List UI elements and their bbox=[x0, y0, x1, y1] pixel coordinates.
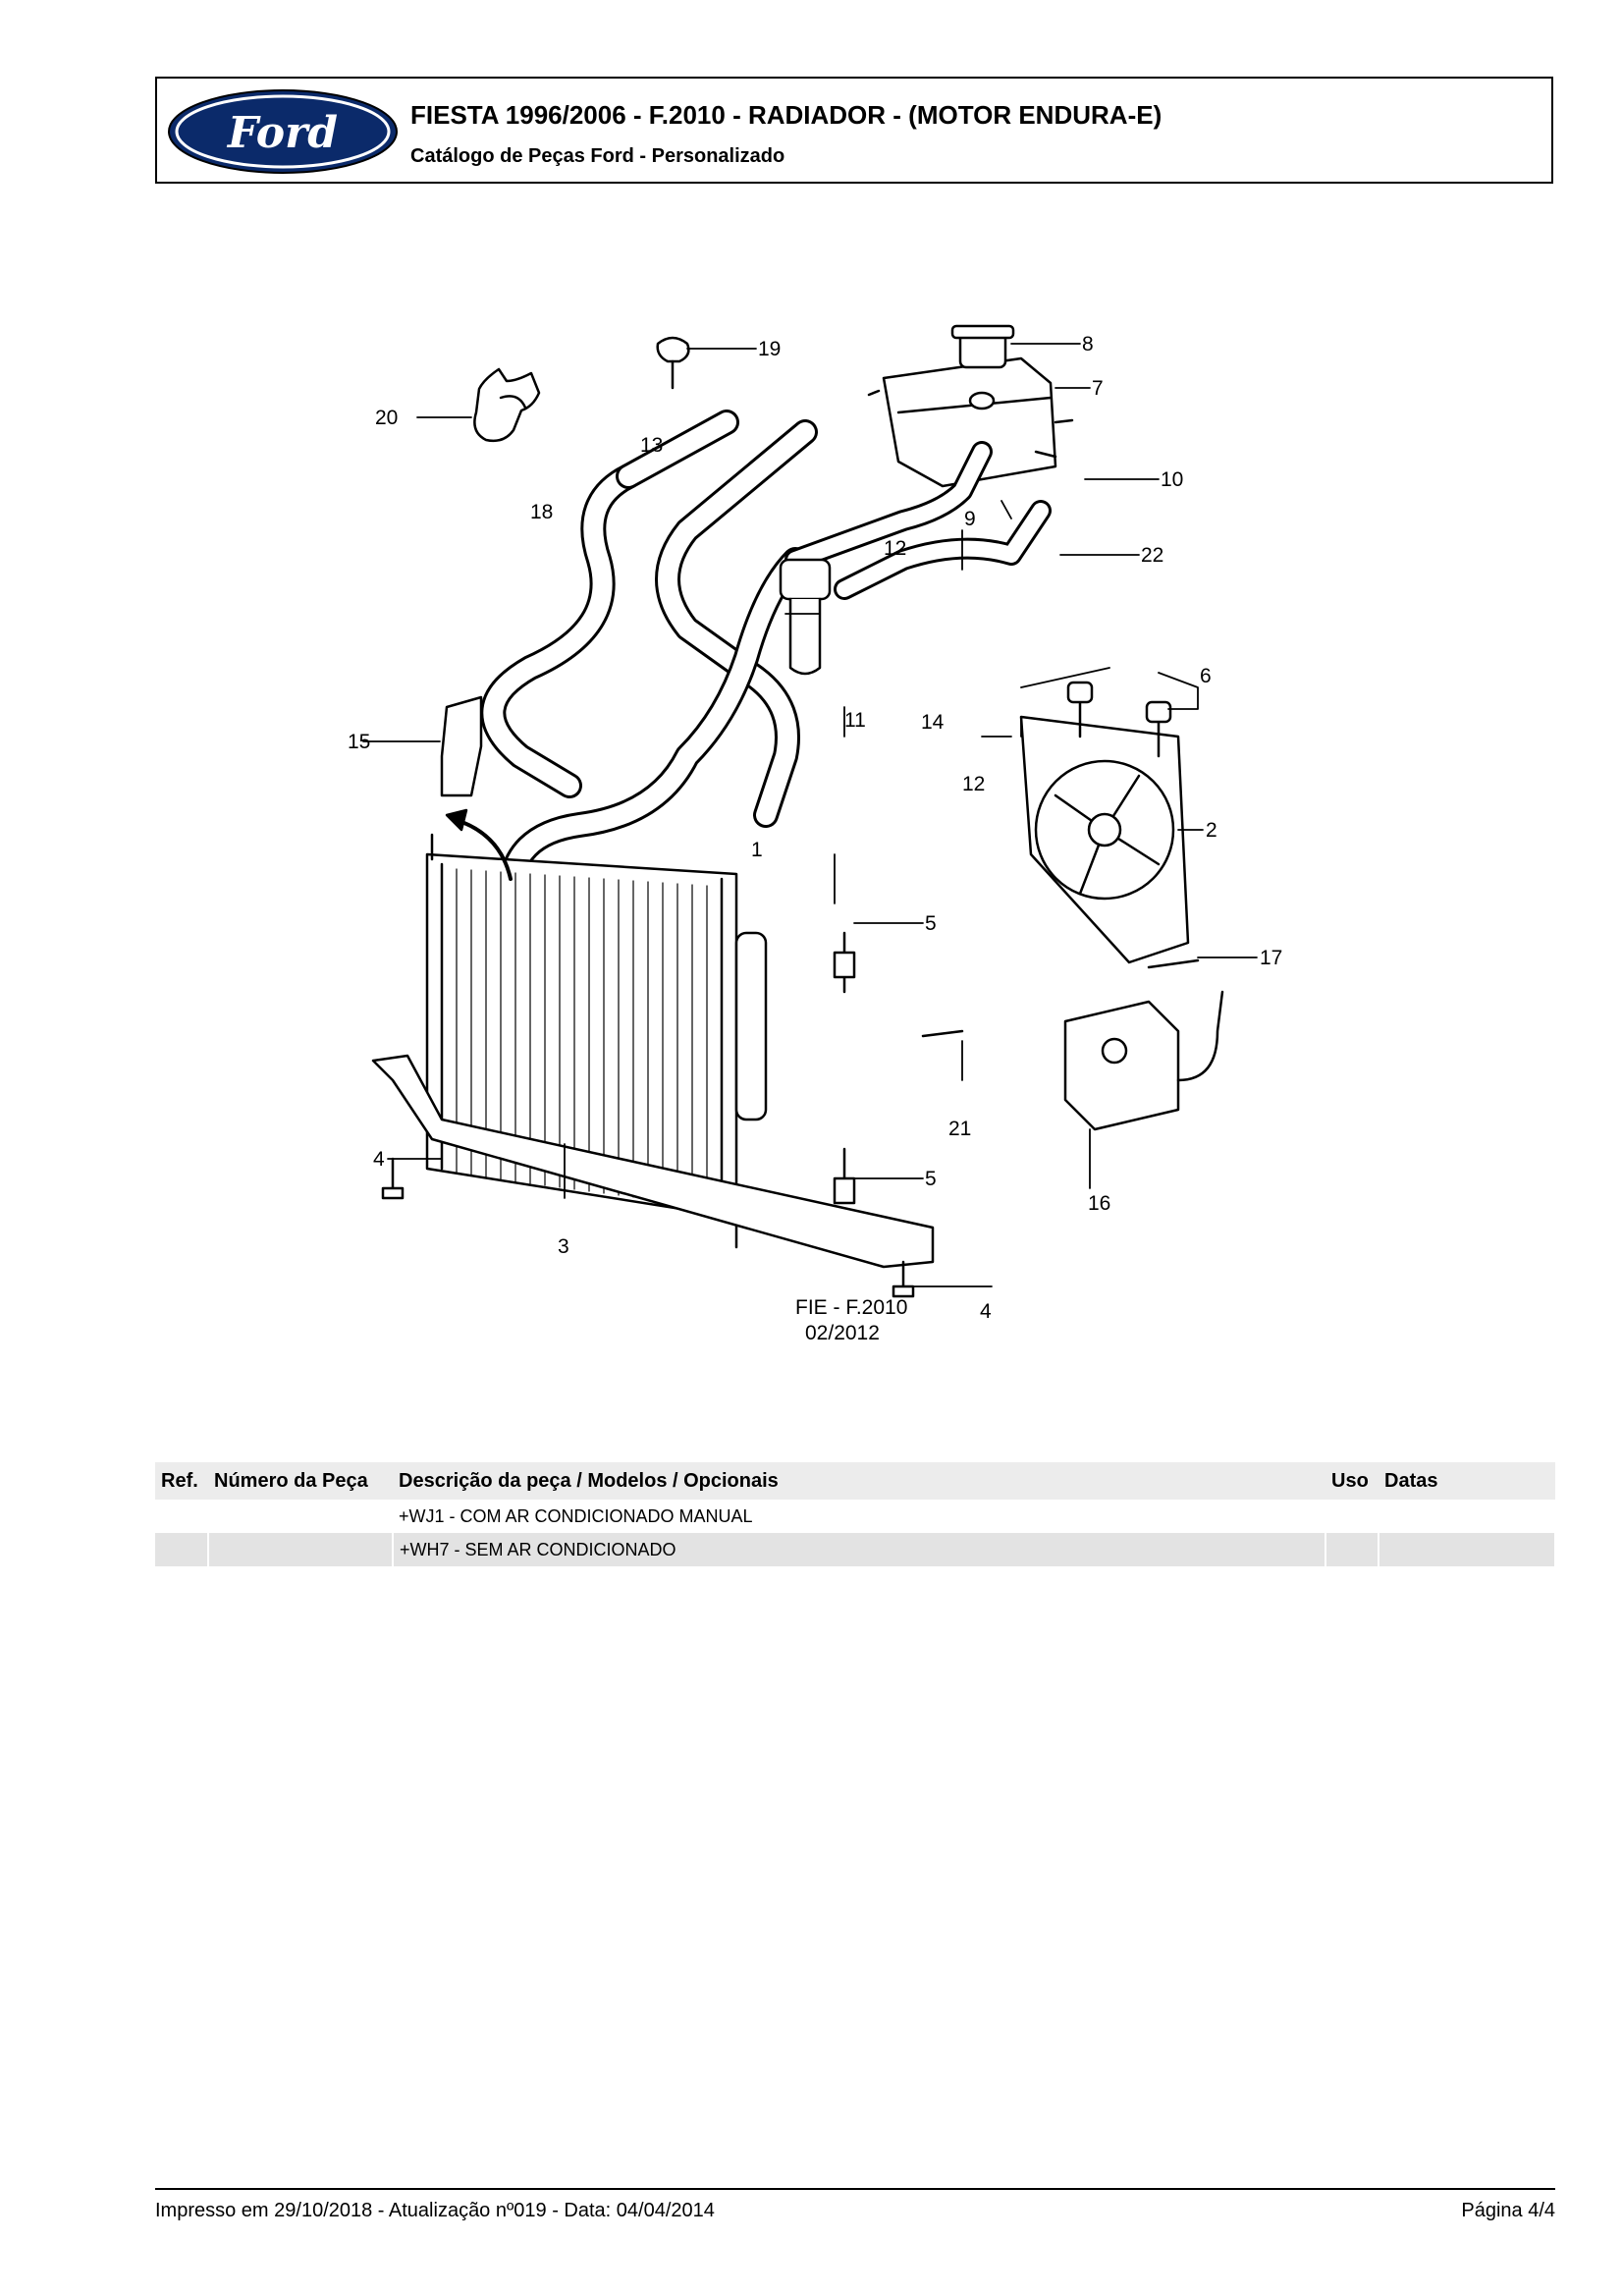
cell-description: +WJ1 - COM AR CONDICIONADO MANUAL bbox=[399, 1505, 753, 1526]
cell-dates bbox=[1379, 1533, 1556, 1566]
fan-shroud bbox=[1019, 681, 1190, 964]
callout-11: 11 bbox=[844, 709, 866, 732]
page-footer: Impresso em 29/10/2018 - Atualização nº0… bbox=[155, 2188, 1555, 2221]
callout-17: 17 bbox=[1260, 947, 1282, 969]
clip-20 bbox=[473, 367, 541, 443]
clip-19 bbox=[656, 336, 690, 390]
callout-12-lower: 12 bbox=[962, 773, 985, 795]
page-header: Ford FIESTA 1996/2006 - F.2010 - RADIADO… bbox=[155, 77, 1553, 184]
diagram-code: FIE - F.2010 bbox=[795, 1296, 907, 1319]
callout-2: 2 bbox=[1206, 819, 1217, 842]
cell-ref bbox=[155, 1500, 208, 1533]
diagram-date: 02/2012 bbox=[805, 1322, 880, 1344]
col-description: Descrição da peça / Modelos / Opcionais bbox=[393, 1462, 1325, 1500]
callout-15: 15 bbox=[348, 731, 370, 753]
page-title: FIESTA 1996/2006 - F.2010 - RADIADOR - (… bbox=[410, 100, 1162, 130]
cell-part-number bbox=[208, 1533, 394, 1566]
col-usage: Uso bbox=[1325, 1462, 1379, 1500]
callout-21: 21 bbox=[948, 1118, 971, 1140]
parts-table: Ref. Número da Peça Descrição da peça / … bbox=[155, 1462, 1556, 1566]
callout-5-upper: 5 bbox=[925, 912, 937, 935]
callout-12-upper: 12 bbox=[884, 537, 906, 560]
callout-6: 6 bbox=[1200, 665, 1212, 687]
callout-16: 16 bbox=[1088, 1192, 1110, 1215]
cell-description: +WH7 - SEM AR CONDICIONADO bbox=[393, 1533, 1326, 1566]
ford-logo-text: Ford bbox=[226, 108, 338, 158]
col-part-number: Número da Peça bbox=[208, 1462, 393, 1500]
table-row: +WJ1 - COM AR CONDICIONADO MANUAL bbox=[155, 1500, 1555, 1533]
col-dates: Datas bbox=[1379, 1462, 1555, 1500]
cell-usage bbox=[1325, 1533, 1379, 1566]
cell-usage bbox=[1325, 1500, 1379, 1533]
callout-13: 13 bbox=[640, 434, 663, 457]
callout-22: 22 bbox=[1141, 544, 1163, 567]
thermostat-housing bbox=[779, 558, 832, 676]
ford-logo: Ford bbox=[168, 89, 398, 174]
callout-9: 9 bbox=[964, 508, 976, 530]
callout-1: 1 bbox=[751, 839, 763, 861]
radiator bbox=[425, 833, 768, 1249]
callout-14: 14 bbox=[921, 711, 945, 734]
callout-7: 7 bbox=[1092, 377, 1104, 400]
callout-5-lower: 5 bbox=[925, 1168, 937, 1190]
callout-19: 19 bbox=[758, 338, 781, 360]
callout-8: 8 bbox=[1082, 333, 1094, 355]
callout-10: 10 bbox=[1161, 468, 1183, 491]
col-ref: Ref. bbox=[155, 1462, 208, 1500]
cell-part-number bbox=[208, 1500, 393, 1533]
callout-20: 20 bbox=[375, 407, 398, 429]
cell-ref bbox=[155, 1533, 209, 1566]
callout-4-left: 4 bbox=[373, 1148, 385, 1171]
exploded-parts-diagram: 19 8 7 20 13 10 9 18 22 12 6 11 14 12 15… bbox=[348, 324, 1282, 1344]
callout-4-right: 4 bbox=[980, 1300, 992, 1323]
lower-support-bracket bbox=[371, 1054, 935, 1269]
callout-3: 3 bbox=[558, 1235, 569, 1258]
table-header-row: Ref. Número da Peça Descrição da peça / … bbox=[155, 1462, 1555, 1500]
callout-18: 18 bbox=[530, 501, 553, 523]
expansion-tank bbox=[867, 324, 1074, 488]
table-row: +WH7 - SEM AR CONDICIONADO bbox=[155, 1533, 1556, 1566]
page-subtitle: Catálogo de Peças Ford - Personalizado bbox=[410, 145, 785, 167]
cell-dates bbox=[1379, 1500, 1555, 1533]
page-number: Página 4/4 bbox=[1461, 2200, 1555, 2221]
fan-resistor-module bbox=[1063, 990, 1224, 1131]
print-info: Impresso em 29/10/2018 - Atualização nº0… bbox=[155, 2200, 715, 2221]
